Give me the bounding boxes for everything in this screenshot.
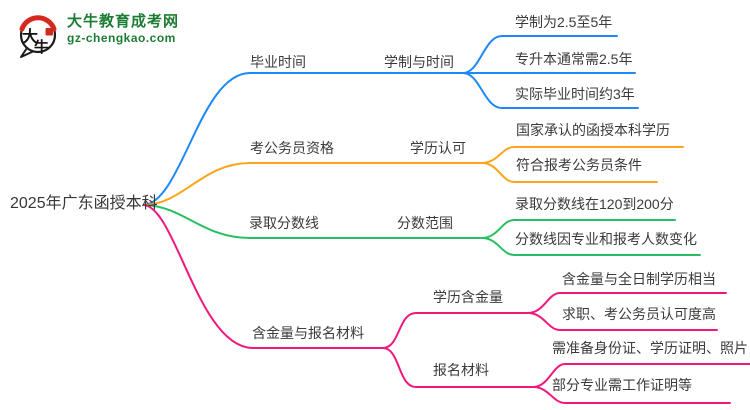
leaf-meets-exam-conditions: 符合报考公务员条件 xyxy=(516,157,642,173)
site-name: 大牛教育成考网 xyxy=(67,13,180,30)
connector-branch4-group2-leaf1 xyxy=(532,363,750,388)
branch-score-line-label: 录取分数线 xyxy=(249,215,319,231)
connector-branch2-leaf2 xyxy=(481,162,658,183)
root-node-label: 2025年广东函授本科 xyxy=(10,195,158,212)
subnode-degree-recognition-label: 学历认可 xyxy=(410,140,466,156)
connector-branch4-main xyxy=(143,204,384,349)
branch-value-materials-label: 含金量与报名材料 xyxy=(252,325,364,341)
connector-branch3-leaf1 xyxy=(481,219,676,239)
connector-branch4-group2 xyxy=(382,347,534,388)
subnode-degree-value-label: 学历含金量 xyxy=(433,289,503,305)
connector-branch1-leaf1 xyxy=(462,35,618,74)
leaf-actual-graduation-time: 实际毕业时间约3年 xyxy=(515,86,635,102)
connector-branch4-group2-leaf2 xyxy=(532,386,731,404)
logo-char-top: 大 xyxy=(22,27,38,46)
logo-char-bottom: 牛 xyxy=(34,38,49,56)
leaf-work-certificate: 部分专业需工作证明等 xyxy=(552,377,692,393)
site-logo: 大 牛 大牛教育成考网 gz-chengkao.com xyxy=(14,13,179,59)
subnode-score-range-label: 分数范围 xyxy=(397,215,453,231)
branch-graduation-time-label: 毕业时间 xyxy=(250,54,306,70)
leaf-state-recognized-degree: 国家承认的函授本科学历 xyxy=(516,122,670,138)
leaf-equivalent-to-fulltime: 含金量与全日制学历相当 xyxy=(562,271,716,287)
leaf-duration-range: 学制为2.5至5年 xyxy=(515,14,613,30)
connector-branch4-group1 xyxy=(382,312,529,349)
leaf-high-recognition: 求职、考公务员认可度高 xyxy=(562,306,716,322)
site-domain: gz-chengkao.com xyxy=(67,31,176,45)
connector-branch3-main xyxy=(143,204,483,239)
branch-civil-servant-label: 考公务员资格 xyxy=(250,140,334,156)
connector-branch4-group1-leaf2 xyxy=(527,312,718,331)
connector-branch2-leaf1 xyxy=(481,146,684,164)
connector-branch2-main xyxy=(143,162,483,206)
connector-branch3-leaf2 xyxy=(481,237,701,256)
leaf-score-varies: 分数线因专业和报考人数变化 xyxy=(515,231,697,247)
leaf-zhuanshengben-duration: 专升本通常需2.5年 xyxy=(515,51,633,67)
subnode-study-duration-label: 学制与时间 xyxy=(384,54,454,70)
daniu-logo-icon: 大 牛 xyxy=(19,15,57,58)
leaf-required-documents: 需准备身份证、学历证明、照片 xyxy=(552,340,748,356)
connector-branch1-leaf3 xyxy=(462,72,639,109)
subnode-application-materials-label: 报名材料 xyxy=(433,362,489,378)
connector-branch1-main xyxy=(143,72,464,206)
leaf-score-range-values: 录取分数线在120到200分 xyxy=(515,196,674,212)
logo-seal xyxy=(45,28,53,36)
connector-branch4-group1-leaf1 xyxy=(527,292,727,314)
